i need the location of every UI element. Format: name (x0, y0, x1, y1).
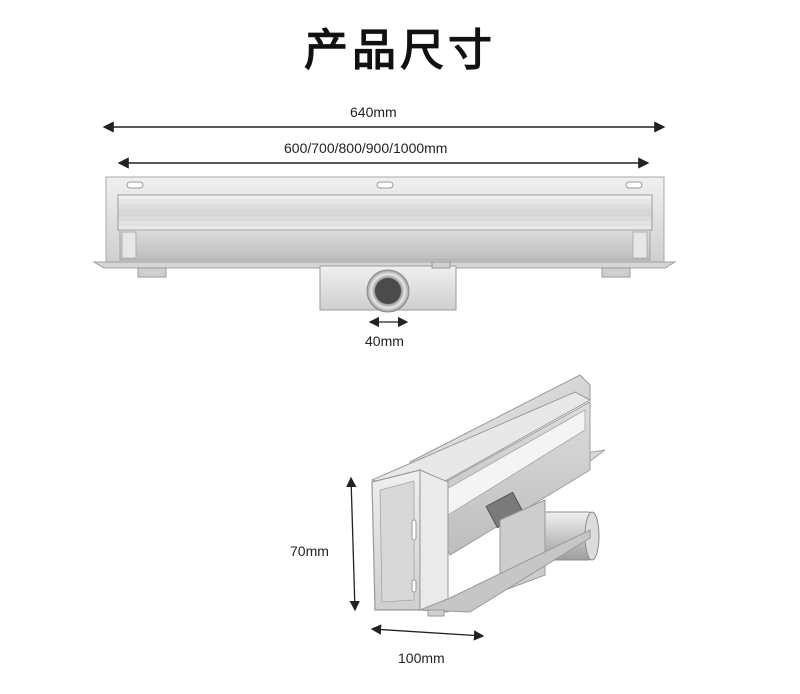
perspective-view-drain (370, 374, 606, 617)
height-arrow (346, 476, 360, 612)
width-label: 100mm (398, 650, 445, 666)
front-view-drain (92, 176, 677, 313)
page-title: 产品尺寸 (304, 25, 496, 76)
height-label: 70mm (290, 543, 329, 559)
channel-length-label: 600/700/800/900/1000mm (284, 140, 448, 156)
width-arrow (370, 624, 485, 641)
outlet-diameter-label: 40mm (365, 333, 404, 349)
overall-length-label: 640mm (350, 104, 397, 120)
